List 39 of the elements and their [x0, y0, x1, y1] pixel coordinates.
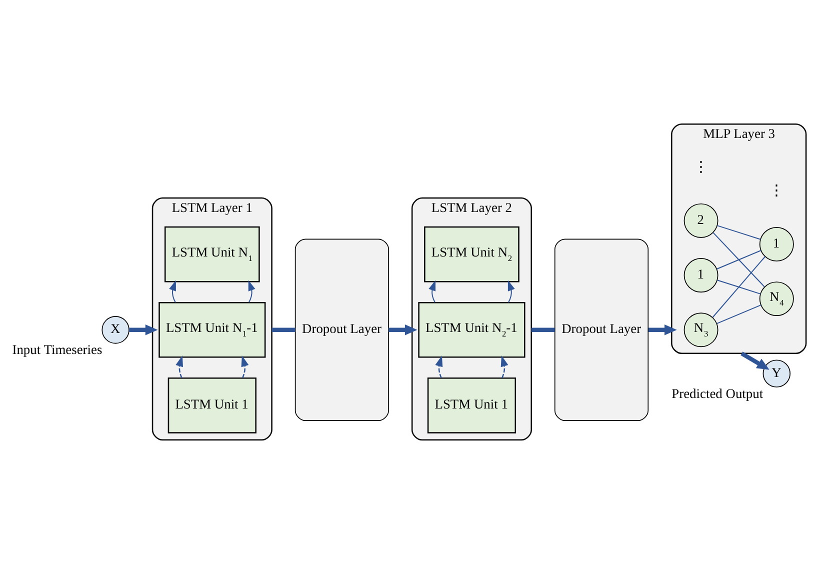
node-circle: 1 — [684, 258, 718, 292]
arrow — [176, 355, 184, 378]
arrow — [248, 280, 256, 302]
arrow — [500, 355, 508, 378]
node-circle: 2 — [684, 202, 718, 238]
node-circle: X — [102, 316, 130, 344]
node-circle: N$_{4}$ — [759, 281, 794, 316]
node-box: LSTM Unit N$_{2}$ — [424, 226, 520, 282]
connector — [712, 256, 766, 318]
arrow — [648, 324, 677, 335]
node-label: Predicted Output — [672, 385, 764, 400]
connector — [717, 224, 761, 240]
arrow — [388, 324, 418, 335]
node-box: LSTM Unit N$_{1}$-1 — [158, 301, 266, 358]
node-box: Dropout Layer — [294, 238, 389, 421]
connector — [712, 232, 765, 287]
arrow — [508, 280, 515, 302]
node-label: Input Timeseries — [12, 342, 102, 357]
connector — [716, 304, 762, 324]
arrow — [169, 280, 176, 302]
connector — [531, 327, 555, 332]
arrow — [435, 355, 443, 378]
node-box: LSTM Unit N$_{2}$-1 — [418, 301, 526, 358]
node-box: LSTM Unit 1 — [168, 377, 256, 433]
arrow — [428, 280, 436, 302]
node-circle: N$_{3}$ — [684, 312, 718, 347]
node-circle: Y — [762, 359, 790, 387]
connector — [717, 279, 761, 294]
node-box: Dropout Layer — [554, 238, 649, 421]
arrow — [241, 355, 249, 378]
node-box: LSTM Unit 1 — [427, 377, 516, 433]
node-box: LSTM Unit N$_{1}$ — [164, 226, 260, 282]
arrow — [129, 324, 158, 335]
connector — [716, 250, 762, 269]
node-circle: 1 — [759, 226, 794, 261]
label: ⋮ — [693, 158, 708, 175]
arrow — [740, 351, 770, 370]
connector — [272, 327, 296, 332]
label: ⋮ — [769, 182, 784, 198]
